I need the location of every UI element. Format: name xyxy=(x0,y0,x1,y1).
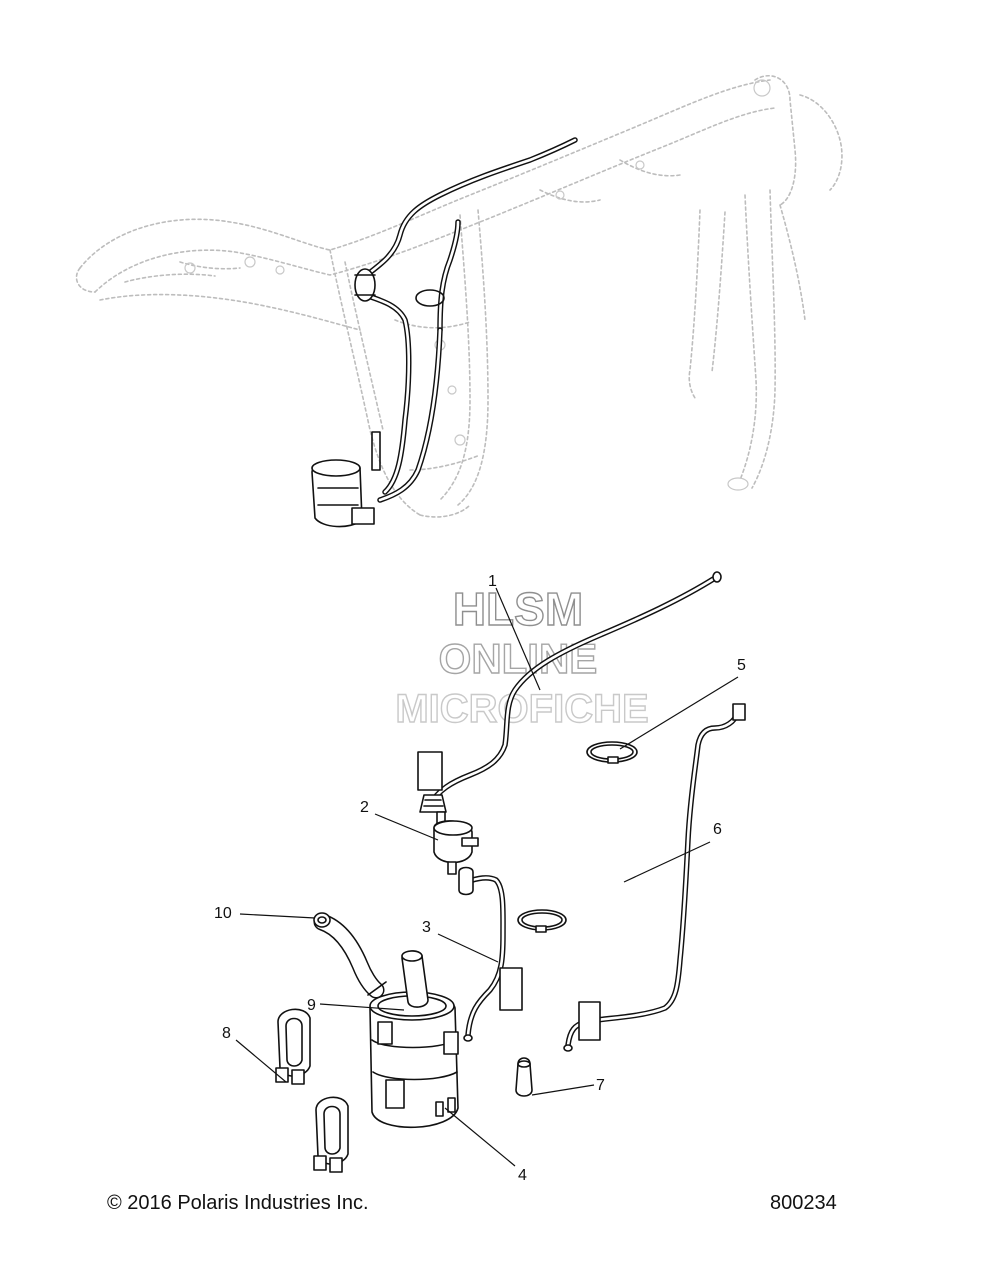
callout-2: 2 xyxy=(360,799,369,816)
callout-3: 3 xyxy=(422,919,431,936)
part-5-clamp-2 xyxy=(517,909,567,933)
part-10-hose xyxy=(313,912,387,999)
part-6-purge-tube xyxy=(563,703,746,1052)
part-5-clamp xyxy=(586,741,638,764)
installed-evap-system xyxy=(311,137,578,528)
callout-6: 6 xyxy=(713,821,722,838)
part-8-strap-2 xyxy=(313,1096,349,1173)
part-4-canister xyxy=(369,991,459,1129)
callout-5: 5 xyxy=(737,657,746,674)
watermark: HLSM ONLINE MICROFICHE xyxy=(395,582,650,731)
copyright-notice: © 2016 Polaris Industries Inc. xyxy=(107,1192,369,1214)
frame-outline xyxy=(75,75,843,518)
leader-lines xyxy=(235,587,739,1167)
part-7-fitting xyxy=(515,1057,533,1097)
callout-1: 1 xyxy=(488,573,497,590)
part-2-valve xyxy=(419,794,479,875)
watermark-line-3: MICROFICHE xyxy=(395,687,648,731)
watermark-line-1: HLSM xyxy=(453,583,583,635)
diagram-number: 800234 xyxy=(770,1192,837,1214)
watermark-line-2: ONLINE xyxy=(439,635,598,682)
part-9-filter xyxy=(401,950,429,1008)
callout-8: 8 xyxy=(222,1025,231,1042)
part-3-canister-tube xyxy=(458,866,523,1042)
callout-9: 9 xyxy=(307,997,316,1014)
part-8-strap xyxy=(275,1008,311,1085)
part-1-vent-tube xyxy=(417,571,722,808)
callout-4: 4 xyxy=(518,1167,527,1184)
callout-10: 10 xyxy=(214,905,232,922)
callout-7: 7 xyxy=(596,1077,605,1094)
callouts: 1 2 3 4 5 6 7 8 9 10 xyxy=(214,573,746,1184)
